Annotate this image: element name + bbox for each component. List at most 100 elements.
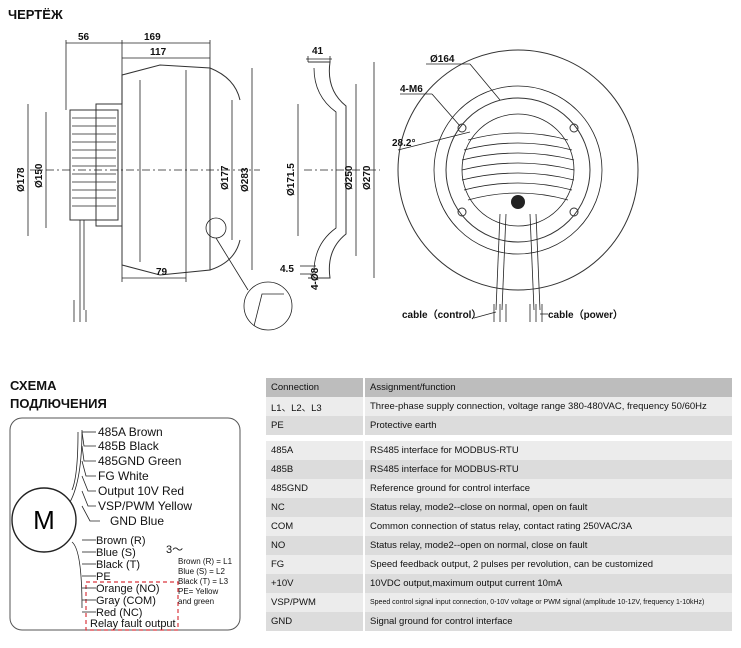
control-wire-7: GND Blue: [110, 514, 164, 528]
motor-flange: [445, 97, 591, 243]
dim-270: Ø270: [362, 165, 373, 190]
cable-gland: [511, 195, 525, 209]
inlet-ring-view: 41 Ø171.5 Ø250 Ø270 4.5 4-Ø8: [280, 46, 380, 290]
function-cell: RS485 interface for MODBUS-RTU: [364, 441, 732, 460]
dim-4-5: 4.5: [280, 264, 294, 275]
connection-cell: 485B: [266, 460, 365, 479]
function-cell: Speed control signal input connection, 0…: [364, 593, 732, 612]
dim-283: Ø283: [240, 167, 251, 192]
connection-cell: FG: [266, 555, 365, 574]
motor-symbol: [11, 487, 77, 553]
function-cell: Status relay, mode2--close on normal, op…: [364, 498, 732, 517]
dim-169: 169: [144, 32, 161, 43]
side-view: 56 169 117 Ø178 Ø150 Ø177 Ø283 79: [16, 32, 293, 331]
power-legend-2: Blue (S) = L2: [178, 567, 225, 576]
table-header-row: Connection Assignment/function: [266, 378, 732, 397]
connection-cell: 485GND: [266, 479, 365, 498]
cable-control-label: cable（control）: [402, 308, 481, 321]
control-wire-2: 485B Black: [98, 439, 160, 453]
dim-250: Ø250: [344, 165, 355, 190]
dim-4-m6: 4-M6: [400, 84, 423, 95]
wiring-diagram: M 485A Brown 485B Black 485GND Green FG …: [9, 417, 241, 631]
power-legend-4: PE= Yellow: [178, 587, 218, 596]
dim-56: 56: [78, 32, 90, 43]
function-cell: Common connection of status relay, conta…: [364, 517, 732, 536]
angle-28-2: 28.2°: [392, 138, 415, 149]
relay-wire-3: Red (NC): [96, 607, 142, 619]
dim-41: 41: [312, 46, 324, 57]
front-view: Ø164 4-M6 28.2° cable（control） cable（pow…: [392, 49, 639, 322]
function-cell: Speed feedback output, 2 pulses per revo…: [364, 555, 732, 574]
inlet-ring-profile: [308, 61, 347, 279]
dim-178: Ø178: [16, 167, 27, 192]
connection-cell: +10V: [266, 574, 365, 593]
function-cell: Reference ground for control interface: [364, 479, 732, 498]
technical-drawing: 56 169 117 Ø178 Ø150 Ø177 Ø283 79 41 Ø17…: [16, 32, 639, 331]
power-legend-5: and green: [178, 597, 214, 606]
dim-150: Ø150: [34, 163, 45, 188]
power-legend: Brown (R) = L1 Blue (S) = L2 Black (T) =…: [178, 557, 233, 606]
relay-box: [85, 581, 179, 631]
connection-cell: VSP/PWM: [266, 593, 365, 612]
connection-cell: 485A: [266, 441, 365, 460]
control-wire-4: FG White: [98, 469, 149, 483]
function-cell: 10VDC output,maximum output current 10mA: [364, 574, 732, 593]
control-wire-6: VSP/PWM Yellow: [98, 499, 192, 513]
power-wire-4: PE: [96, 571, 111, 583]
function-cell: Three-phase supply connection, voltage r…: [364, 397, 732, 416]
power-wire-3: Black (T): [96, 559, 140, 571]
wiring-title-line1: СХЕМА: [10, 378, 57, 393]
wiring-title-line2: ПОДЛЮЧЕНИЯ: [10, 396, 107, 411]
phase-mark: 3～: [166, 544, 183, 556]
connection-cell: L1、L2、L3: [266, 397, 365, 416]
power-wire-1: Brown (R): [96, 535, 146, 547]
motor-body: [69, 109, 119, 221]
function-cell: Status relay, mode2--open on normal, clo…: [364, 536, 732, 555]
power-legend-3: Black (T) = L3: [178, 577, 229, 586]
relay-wire-1: Orange (NO): [96, 583, 160, 595]
function-cell: RS485 interface for MODBUS-RTU: [364, 460, 732, 479]
connection-cell: NC: [266, 498, 365, 517]
front-outer-ring: [397, 49, 639, 291]
power-wires: Brown (R) Blue (S) Black (T) PE: [82, 535, 146, 583]
dim-4-d8: 4-Ø8: [310, 267, 321, 290]
relay-caption: Relay fault output: [90, 618, 176, 630]
dim-177: Ø177: [220, 165, 231, 190]
motor-fins: [72, 117, 116, 207]
dim-171-5: Ø171.5: [286, 163, 297, 196]
dim-79: 79: [156, 267, 168, 278]
header-function: Assignment/function: [364, 378, 732, 397]
function-cell: Signal ground for control interface: [364, 612, 732, 631]
connection-cell: NO: [266, 536, 365, 555]
connection-cell: COM: [266, 517, 365, 536]
power-legend-1: Brown (R) = L1: [178, 557, 233, 566]
connection-cell: PE: [266, 416, 365, 435]
cable-power-label: cable（power）: [548, 308, 623, 321]
dim-164: Ø164: [430, 54, 455, 65]
relay-wire-2: Gray (COM): [96, 595, 156, 607]
header-connection: Connection: [266, 378, 365, 397]
control-wire-5: Output 10V Red: [98, 484, 184, 498]
table-spacer: [266, 435, 732, 441]
control-wire-1: 485A Brown: [98, 425, 163, 439]
dim-117: 117: [150, 47, 167, 58]
motor-label: M: [33, 505, 55, 535]
function-cell: Protective earth: [364, 416, 732, 435]
relay-wires: Orange (NO) Gray (COM) Red (NC): [82, 583, 160, 619]
drawing-title: ЧЕРТЁЖ: [8, 7, 63, 22]
control-wires: 485A Brown 485B Black 485GND Green FG Wh…: [81, 425, 192, 528]
